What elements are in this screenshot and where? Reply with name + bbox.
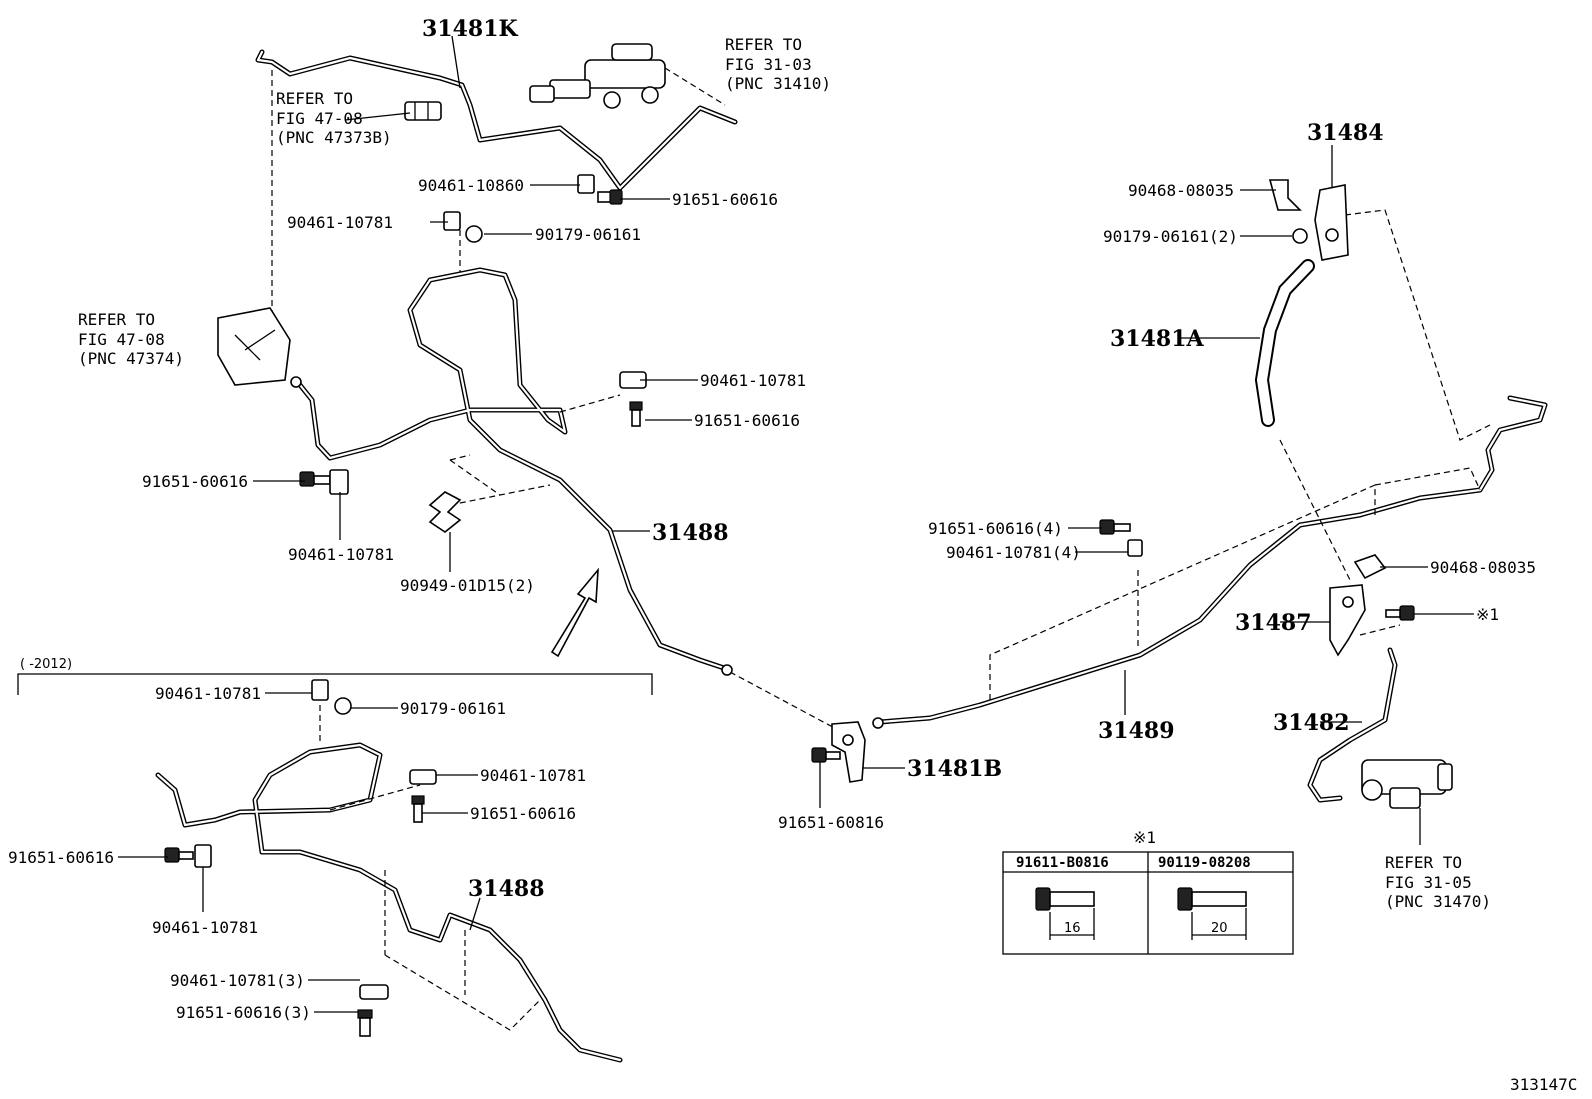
bolt-size-table: ※1 91611-B0816 90119-08208 16 20: [1002, 828, 1294, 955]
bolt-icon: [1385, 605, 1415, 621]
parts: [164, 43, 1453, 1037]
actuator-block-icon: [217, 307, 302, 388]
nut-icon: [465, 225, 483, 243]
bracket-icon: [1314, 184, 1349, 261]
union-bracket-icon: [831, 721, 866, 783]
grommet-icon: [428, 491, 462, 533]
spring-clip-icon: [1268, 179, 1302, 211]
part-90461-10781: 90461-10781(3): [170, 971, 305, 990]
spring-clip-icon: [1353, 554, 1387, 580]
dashed-leaders: [271, 67, 1491, 1031]
bracket-icon: [1329, 584, 1366, 657]
clamp-icon: [329, 469, 349, 495]
bolt-length: 16: [1064, 921, 1081, 936]
pipe-clamp-icon: [404, 101, 442, 121]
part-90461-10781: 90461-10781: [287, 213, 393, 232]
table-note-mark: ※1: [1133, 828, 1156, 847]
part-91651-60616: 91651-60616(4): [928, 519, 1063, 538]
nut-icon: [334, 697, 352, 715]
part-91651-60816: 91651-60816: [778, 813, 884, 832]
flange-bolt-icon: [1177, 887, 1247, 940]
part-90461-10781: 90461-10781(4): [946, 543, 1081, 562]
note-mark: ※1: [1476, 605, 1499, 624]
pipes: [155, 49, 1548, 1063]
bolt-icon: [629, 401, 643, 427]
part-91651-60616: 91651-60616: [470, 804, 576, 823]
bolt-length: 20: [1211, 921, 1228, 936]
part-90179-06161: 90179-06161: [535, 225, 641, 244]
clamp-icon: [194, 844, 212, 868]
part-90461-10781: 90461-10781: [700, 371, 806, 390]
refer-note-pnc-31470: REFER TO FIG 31-05 (PNC 31470): [1385, 853, 1491, 911]
part-91651-60616: 91651-60616: [694, 411, 800, 430]
refer-note-pnc-47374: REFER TO FIG 47-08 (PNC 47374): [78, 310, 184, 368]
clutch-release-cylinder-icon: [1361, 759, 1453, 809]
clamp-icon: [311, 679, 329, 701]
part-90461-10781: 90461-10781: [155, 684, 261, 703]
clamp-icon: [359, 984, 389, 1000]
labels: 31481K REFER TO FIG 31-03 (PNC 31410) RE…: [8, 16, 1577, 1094]
part-91651-60616: 91651-60616: [672, 190, 778, 209]
part-91651-60616: 91651-60616: [8, 848, 114, 867]
clamp-icon: [409, 769, 437, 785]
part-91651-60616: 91651-60616(3): [176, 1003, 311, 1022]
table-col-header: 91611-B0816: [1016, 855, 1109, 871]
part-90468-08035: 90468-08035: [1128, 181, 1234, 200]
nut-icon: [1292, 228, 1308, 244]
refer-note-pnc-47373B: REFER TO FIG 47-08 (PNC 47373B): [276, 89, 392, 147]
refer-note-pnc-31410: REFER TO FIG 31-03 (PNC 31410): [725, 35, 831, 93]
bolt-icon: [299, 471, 331, 487]
part-90179-06161: 90179-06161(2): [1103, 227, 1238, 246]
table-col-header: 90119-08208: [1158, 855, 1251, 871]
part-number-31489: 31489: [1098, 718, 1175, 744]
bolt-icon: [164, 847, 194, 863]
flange-bolt-icon: [1035, 887, 1095, 940]
clamp-icon: [1127, 539, 1143, 557]
part-number-31488: 31488: [468, 876, 545, 902]
part-91651-60616: 91651-60616: [142, 472, 248, 491]
part-90461-10781: 90461-10781: [480, 766, 586, 785]
part-number-31488: 31488: [652, 520, 729, 546]
part-90461-10781: 90461-10781: [152, 918, 258, 937]
part-number-31484: 31484: [1307, 120, 1384, 146]
part-number-31481B: 31481B: [907, 756, 1002, 782]
model-year-range: ( -2012): [20, 657, 72, 672]
part-90179-06161: 90179-06161: [400, 699, 506, 718]
figure-code: 313147C: [1510, 1075, 1577, 1094]
pipe-31488-main: [297, 267, 733, 673]
part-number-31482: 31482: [1273, 710, 1350, 736]
front-direction-arrow-icon: [550, 567, 599, 658]
leader-lines: [17, 35, 1474, 1013]
part-number-31481K: 31481K: [422, 16, 519, 42]
part-90468-08035: 90468-08035: [1430, 558, 1536, 577]
bolt-icon: [1099, 519, 1131, 535]
part-90461-10781: 90461-10781: [288, 545, 394, 564]
part-number-31487: 31487: [1235, 610, 1312, 636]
bolt-icon: [811, 747, 841, 763]
clutch-master-cylinder-icon: [529, 43, 666, 109]
bolt-icon: [357, 1009, 373, 1037]
part-90949-01D15: 90949-01D15(2): [400, 576, 535, 595]
part-90461-10860: 90461-10860: [418, 176, 524, 195]
clamp-icon: [577, 174, 595, 194]
bolt-icon: [597, 189, 623, 205]
clamp-icon: [443, 211, 461, 231]
part-number-31481A: 31481A: [1110, 326, 1205, 352]
bolt-icon: [411, 795, 425, 823]
